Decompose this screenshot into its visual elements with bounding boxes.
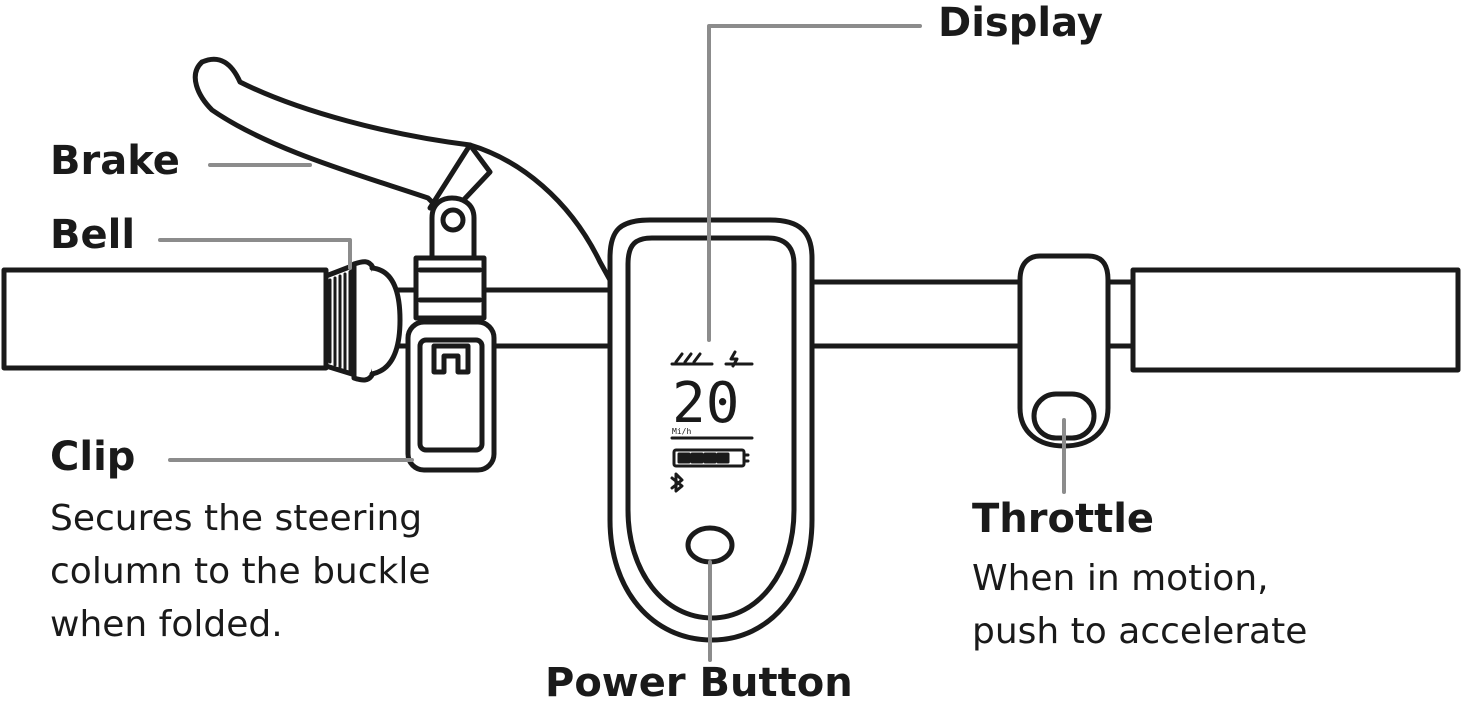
leader-lines	[158, 24, 1066, 662]
brake-lever	[192, 56, 613, 283]
speed-readout: 20	[672, 371, 739, 436]
clip-description: Secures the steering column to the buckl…	[50, 498, 431, 645]
display-leader	[707, 24, 922, 342]
battery-icon	[672, 448, 746, 468]
power-button-label: Power Button	[545, 660, 853, 706]
left-grip	[1, 267, 329, 371]
bell-label: Bell	[50, 212, 136, 258]
clip-label: Clip	[50, 434, 136, 480]
throttle-label: Throttle	[972, 496, 1155, 542]
bell-icon	[323, 259, 403, 383]
throttle	[1017, 253, 1111, 449]
brake-label: Brake	[50, 138, 180, 184]
speed-unit: Mi/h	[672, 427, 691, 436]
display-label: Display	[938, 0, 1103, 46]
throttle-description: When in motion, push to accelerate	[972, 558, 1308, 652]
clip	[405, 319, 497, 473]
bluetooth-icon	[670, 472, 684, 493]
power-button	[685, 525, 735, 565]
brake-mount	[413, 195, 487, 321]
right-grip	[1130, 267, 1461, 373]
bell-leader	[158, 238, 352, 270]
display-screen: 20 Mi/h	[670, 350, 754, 493]
lightning-icon	[729, 350, 739, 368]
display-unit	[607, 217, 815, 643]
